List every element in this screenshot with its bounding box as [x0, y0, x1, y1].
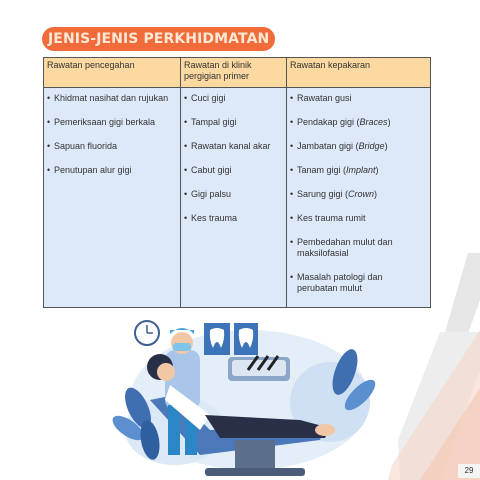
list-item: Jambatan gigi (Bridge): [290, 141, 427, 152]
table-row: Khidmat nasihat dan rujukan Pemeriksaan …: [43, 87, 431, 308]
clock-icon: [134, 320, 160, 346]
list-item: Kes trauma rumit: [290, 213, 427, 224]
list-item: Cuci gigi: [184, 93, 283, 104]
dental-unit: [228, 355, 290, 381]
list-item: Tampal gigi: [184, 117, 283, 128]
header-primary-clinic: Rawatan di klinik pergigian primer: [180, 57, 287, 88]
header-preventive: Rawatan pencegahan: [43, 57, 181, 88]
section-title: JENIS-JENIS PERKHIDMATAN: [42, 27, 276, 51]
dentist: [165, 328, 200, 455]
services-table: Rawatan pencegahan Rawatan di klinik per…: [43, 57, 431, 308]
list-item: Tanam gigi (Implant): [290, 165, 427, 176]
list-item: Penutupan alur gigi: [47, 165, 177, 176]
col-primary-clinic: Cuci gigi Tampal gigi Rawatan kanal akar…: [180, 87, 287, 308]
list-item: Pendakap gigi (Braces): [290, 117, 427, 128]
section-title-text: JENIS-JENIS PERKHIDMATAN: [48, 31, 270, 47]
table-header-row: Rawatan pencegahan Rawatan di klinik per…: [43, 57, 431, 88]
col-preventive: Khidmat nasihat dan rujukan Pemeriksaan …: [43, 87, 181, 308]
list-item: Sapuan fluorida: [47, 141, 177, 152]
list-item: Masalah patologi dan perubatan mulut: [290, 272, 390, 294]
patient: [147, 354, 335, 438]
plant-icon: [332, 349, 376, 411]
tooth-xray-icon: [204, 323, 258, 355]
col-specialist: Rawatan gusi Pendakap gigi (Braces) Jamb…: [286, 87, 431, 308]
list-primary-clinic: Cuci gigi Tampal gigi Rawatan kanal akar…: [184, 93, 283, 224]
list-item: Kes trauma: [184, 213, 283, 224]
list-item: Pembedahan mulut dan maksilofasial: [290, 237, 398, 259]
list-item: Sarung gigi (Crown): [290, 189, 427, 200]
list-item: Cabut gigi: [184, 165, 283, 176]
list-item: Pemeriksaan gigi berkala: [47, 117, 177, 128]
page-number: 29: [458, 464, 480, 478]
list-item: Rawatan kanal akar: [184, 141, 283, 152]
list-specialist: Rawatan gusi Pendakap gigi (Braces) Jamb…: [290, 93, 427, 294]
list-item: Gigi palsu: [184, 189, 283, 200]
list-item: Khidmat nasihat dan rujukan: [47, 93, 177, 104]
plant-icon: [112, 387, 160, 460]
list-item: Rawatan gusi: [290, 93, 427, 104]
list-preventive: Khidmat nasihat dan rujukan Pemeriksaan …: [47, 93, 177, 176]
